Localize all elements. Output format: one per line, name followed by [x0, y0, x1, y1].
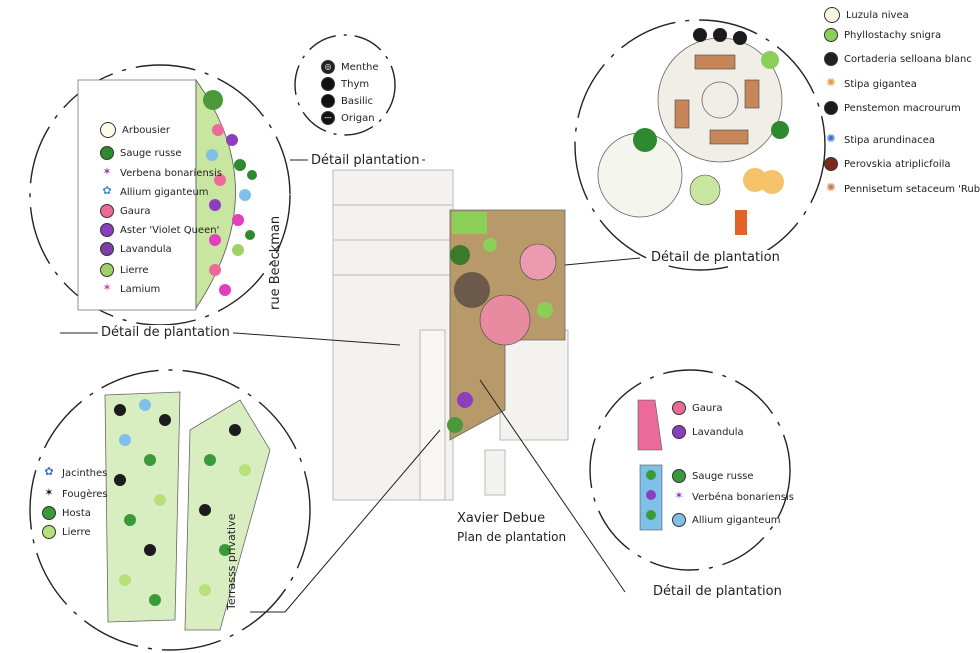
- stipa-gigantea-icon: ✺: [826, 76, 836, 89]
- legend-item: Lierre: [42, 525, 90, 539]
- aster-icon: [100, 223, 114, 237]
- legend-item: ✺Stipa gigantea: [824, 76, 916, 91]
- gaura-icon: [100, 204, 114, 218]
- legend-item: Sauge russe: [672, 469, 754, 483]
- legend-item: ◎Menthe: [321, 60, 379, 74]
- legend-item: Perovskia atriplicfoila: [824, 157, 951, 171]
- legend-item: Sauge russe: [100, 146, 182, 160]
- origan-icon: —: [321, 111, 335, 125]
- menthe-icon: ◎: [321, 60, 335, 74]
- legend-item: Lavandula: [672, 425, 744, 439]
- lamium-icon: ✶: [102, 281, 112, 294]
- legend-item: Hosta: [42, 506, 91, 520]
- legend-item: ✶Fougères: [42, 486, 107, 501]
- designer-name: Xavier Debue: [457, 511, 546, 526]
- verbena-icon: ✶: [674, 489, 684, 502]
- cortaderia-icon: [824, 52, 838, 66]
- street-label: rue Beeckman: [268, 215, 283, 310]
- luzula-icon: [824, 7, 840, 23]
- legend-item: ✿Jacinthes: [42, 466, 107, 480]
- legend-item: Aster 'Violet Queen': [100, 223, 219, 237]
- verbena-icon: ✶: [102, 165, 112, 178]
- gaura-icon: [672, 401, 686, 415]
- detail-label-bottom-right: Détail de plantation: [650, 584, 785, 599]
- lavandula-icon: [672, 425, 686, 439]
- planting-bed-top-left: [195, 78, 236, 310]
- legend-item: ✺Pennisetum setaceum 'Rubrum'.: [824, 182, 980, 196]
- legend-item: Luzula nivea: [824, 7, 909, 23]
- stipa-arundinacea-icon: ✺: [826, 132, 836, 145]
- detail-label-top-left: Détail de plantation: [98, 325, 233, 340]
- strip-beds-detail: [637, 399, 663, 531]
- legend-item: Penstemon macrourum: [824, 101, 961, 115]
- legend-item: Allium giganteum: [672, 513, 781, 527]
- legend-item: Cortaderia selloana blanc: [824, 52, 972, 66]
- plan-title: Plan de plantation: [457, 530, 567, 544]
- lierre-icon: [42, 525, 56, 539]
- thym-icon: [321, 77, 335, 91]
- detail-circle-bottom-right: [589, 369, 791, 571]
- legend-item: Lierre: [100, 263, 148, 277]
- perovskia-icon: [824, 157, 838, 171]
- legend-item: ✶Verbena bonariensis: [100, 166, 222, 180]
- sauge-russe-icon: [100, 146, 114, 160]
- allium-icon: [672, 513, 686, 527]
- penstemon-icon: [824, 101, 838, 115]
- site-plan: [332, 169, 569, 501]
- legend-item: Basilic: [321, 94, 373, 108]
- legend-item: Gaura: [672, 401, 722, 415]
- legend-item: ✿Allium giganteum: [100, 184, 208, 199]
- lavandula-icon: [100, 242, 114, 256]
- bed-flowers-top-left: [203, 90, 257, 296]
- detail-circle-right: [574, 19, 826, 271]
- arbousier-icon: [100, 122, 116, 138]
- legend-item: Thym: [321, 77, 369, 91]
- detail-circle-bottom-left: [29, 369, 311, 651]
- basilic-icon: [321, 94, 335, 108]
- sauge-russe-icon: [672, 469, 686, 483]
- detail-label-top-center: Détail plantation: [308, 153, 423, 168]
- detail-circle-herbs: [294, 34, 396, 136]
- detail-label-right: Détail de plantation: [648, 250, 783, 265]
- allium-icon: ✿: [102, 184, 112, 197]
- legend-item: ✶Lamium: [100, 282, 160, 296]
- legend-item: Gaura: [100, 204, 150, 218]
- legend-item: —Origan: [321, 111, 375, 125]
- shade-beds-detail: [104, 391, 271, 631]
- terrace-label: Terrasss privative: [225, 513, 238, 610]
- phyllostachys-icon: [824, 28, 838, 42]
- jacinthes-icon: ✿: [44, 465, 54, 478]
- pennisetum-icon: ✺: [826, 181, 836, 194]
- lierre-icon: [100, 263, 114, 277]
- legend-item: ✶Verbéna bonariensis: [672, 490, 794, 504]
- hosta-icon: [42, 506, 56, 520]
- legend-item: Arbousier: [100, 122, 170, 138]
- patio-detail: [597, 28, 789, 235]
- fougeres-icon: ✶: [44, 486, 54, 499]
- legend-item: Lavandula: [100, 242, 172, 256]
- legend-item: Phyllostachy snigra: [824, 28, 941, 42]
- legend-item: ✺Stipa arundinacea: [824, 133, 935, 147]
